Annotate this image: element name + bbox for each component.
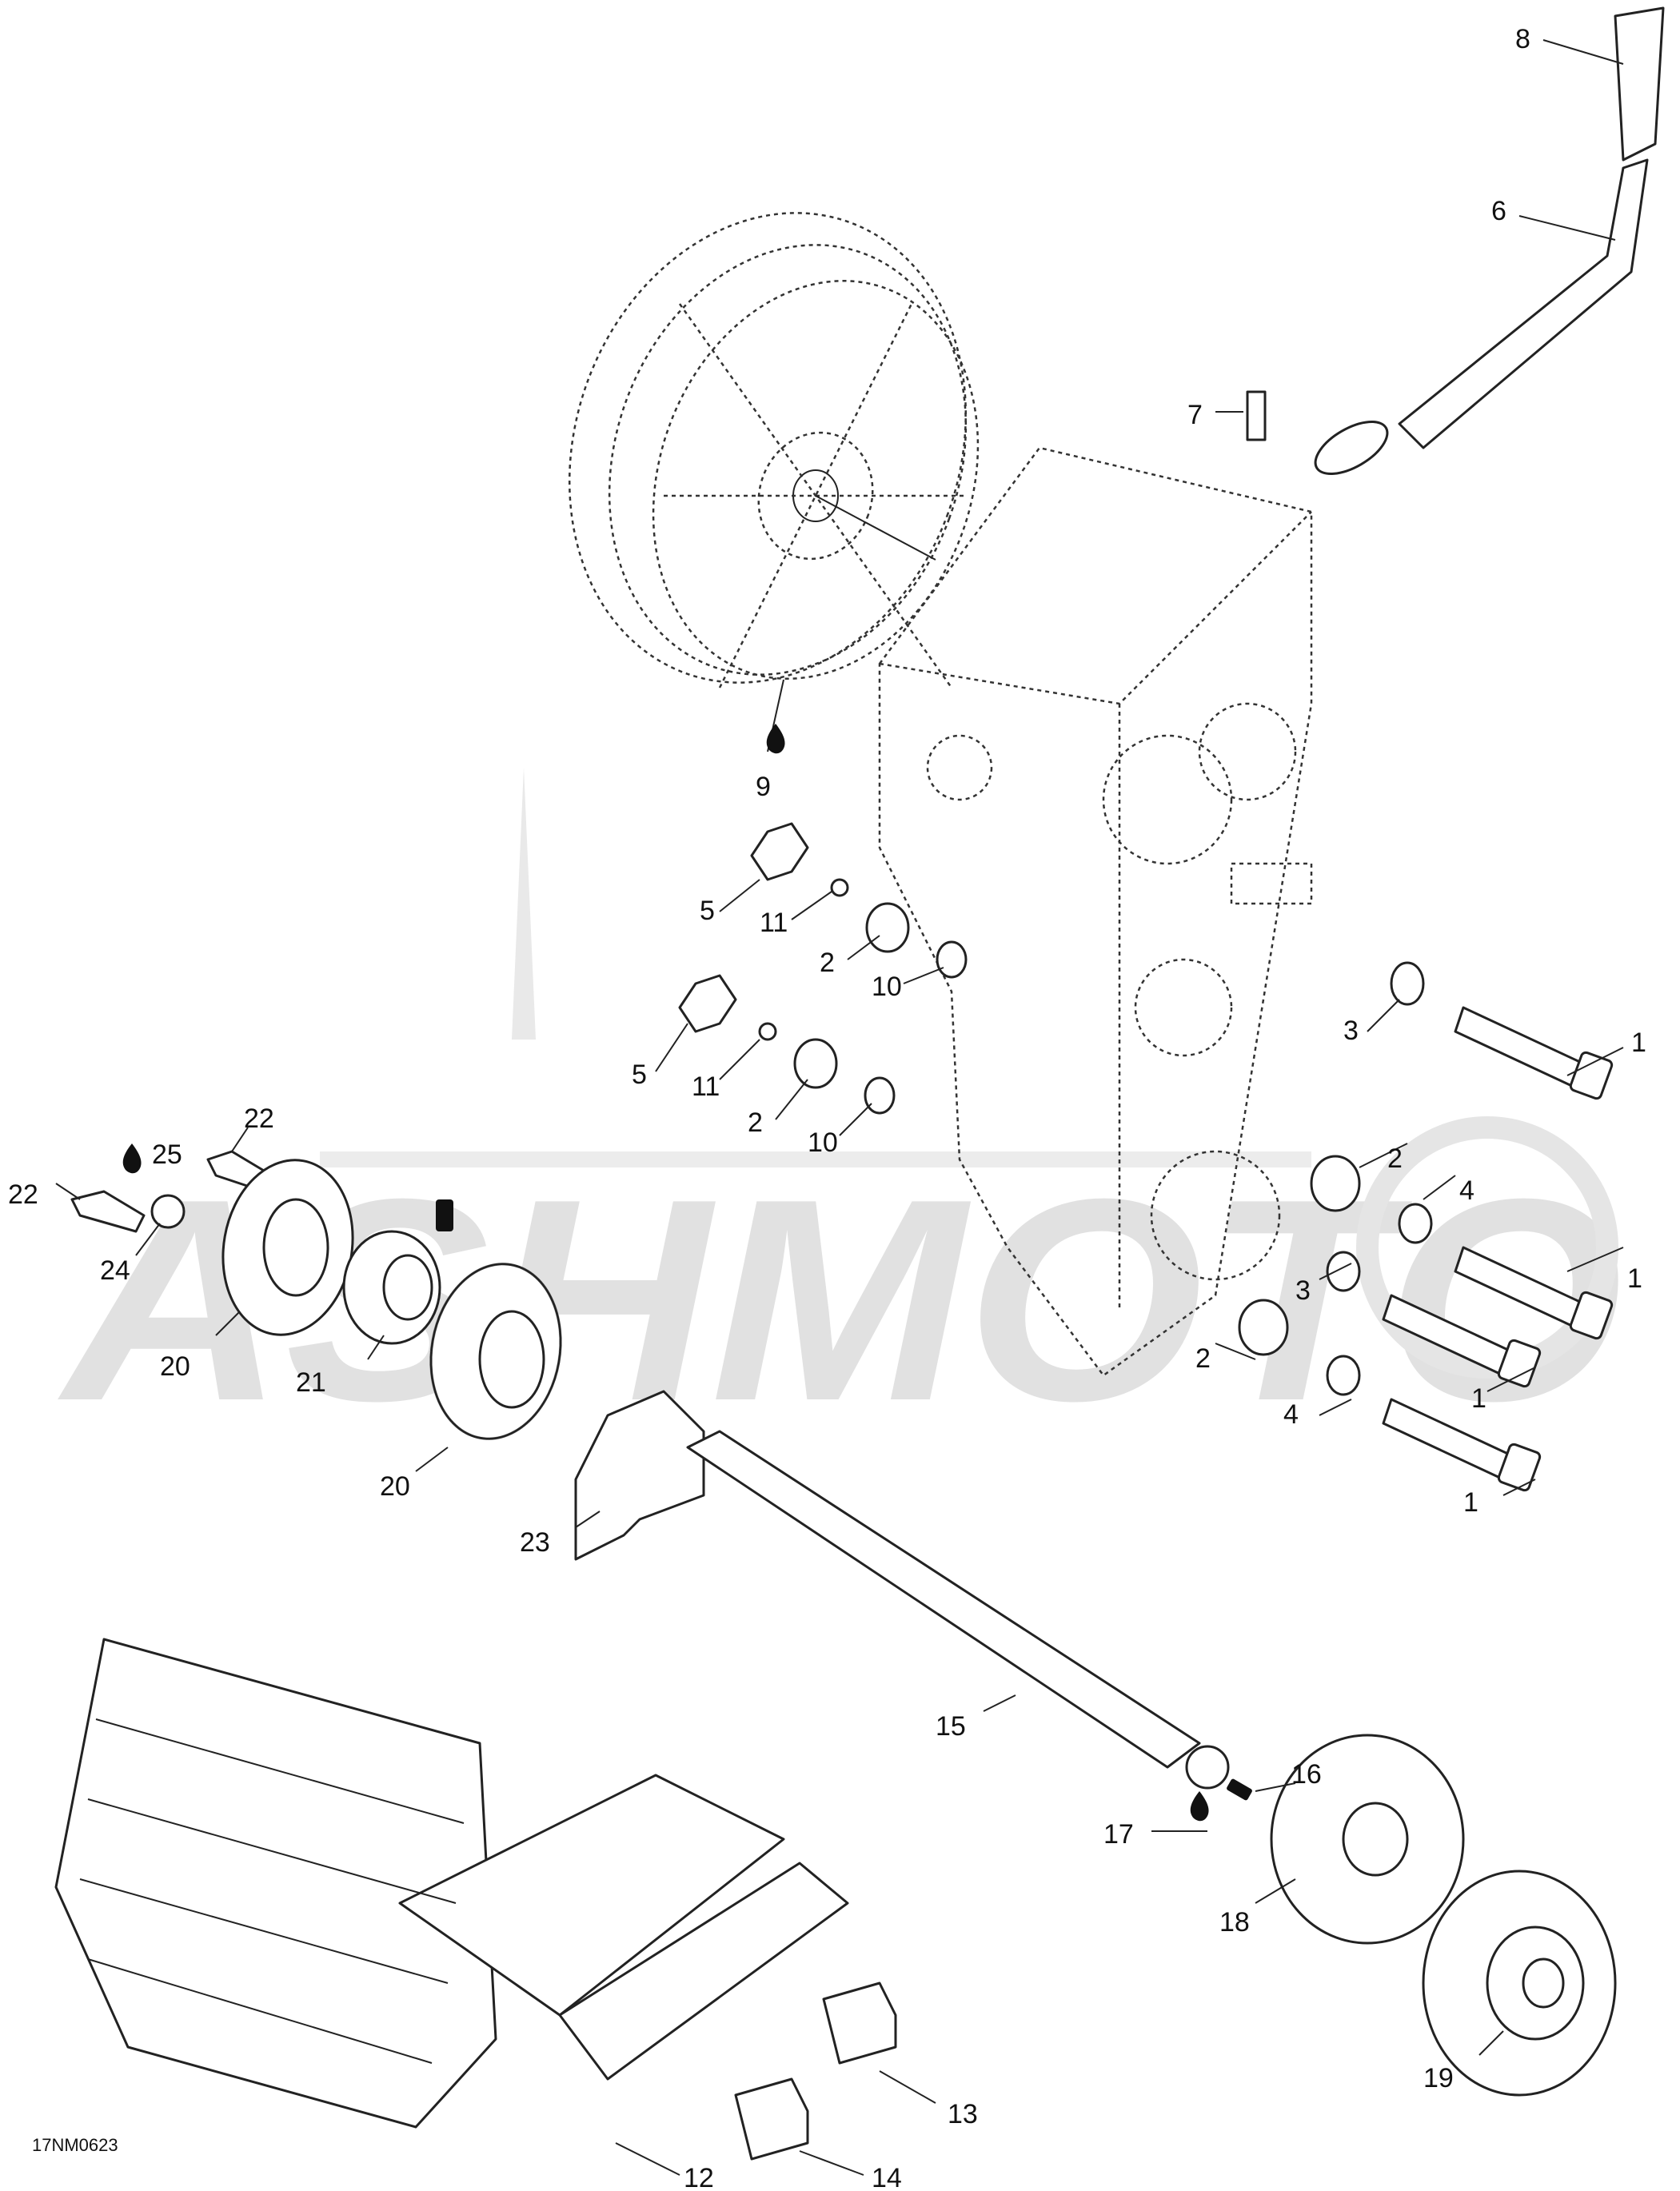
callout-7: 7 xyxy=(1187,400,1203,430)
callout-14: 14 xyxy=(872,2163,902,2191)
callout-24: 24 xyxy=(100,1255,130,1286)
oil-drop-icon xyxy=(766,724,785,754)
bearing-assembly xyxy=(70,1150,562,1440)
callout-4: 4 xyxy=(1283,1399,1299,1430)
callout-17: 17 xyxy=(1103,1819,1134,1850)
oil-drop-icon xyxy=(122,1143,142,1174)
callout-1: 1 xyxy=(1631,1028,1646,1058)
track xyxy=(54,1638,849,2129)
callout-23: 23 xyxy=(520,1527,550,1558)
callout-5: 5 xyxy=(700,896,715,926)
figure-code: 17NM0623 xyxy=(32,2135,118,2155)
callout-1: 1 xyxy=(1471,1383,1486,1414)
callout-19: 19 xyxy=(1423,2063,1454,2093)
callout-8: 8 xyxy=(1515,24,1530,54)
callout-3: 3 xyxy=(1295,1275,1311,1306)
right-bolt-set xyxy=(1238,961,1614,1492)
upper-fastener-set xyxy=(678,822,968,1115)
callout-15: 15 xyxy=(936,1711,966,1742)
pin xyxy=(1246,390,1267,441)
callout-5: 5 xyxy=(632,1060,647,1090)
callout-16: 16 xyxy=(1291,1759,1322,1790)
callout-12: 12 xyxy=(684,2163,714,2191)
drive-pulley xyxy=(568,212,980,688)
callout-1: 1 xyxy=(1463,1487,1478,1518)
callout-22: 22 xyxy=(244,1103,274,1134)
callout-2: 2 xyxy=(1195,1343,1211,1374)
gearbox-housing xyxy=(878,446,1313,1377)
callout-4: 4 xyxy=(1459,1175,1474,1206)
idler-wheel xyxy=(1422,1870,1617,2097)
callout-20: 20 xyxy=(380,1471,410,1502)
callout-2: 2 xyxy=(820,948,835,978)
oil-drop-icon xyxy=(1190,1791,1209,1822)
callout-2: 2 xyxy=(1387,1143,1403,1174)
callout-10: 10 xyxy=(872,972,902,1002)
callout-3: 3 xyxy=(1343,1016,1359,1046)
callout-11: 11 xyxy=(692,1072,720,1102)
callout-9: 9 xyxy=(756,772,771,802)
callout-22: 22 xyxy=(8,1179,38,1210)
callout-13: 13 xyxy=(948,2099,978,2129)
callout-25: 25 xyxy=(152,1139,182,1170)
sliders xyxy=(734,1981,897,2161)
callout-1: 1 xyxy=(1627,1263,1642,1294)
shift-lever xyxy=(1314,6,1665,476)
sprocket xyxy=(1270,1734,1465,1945)
callout-2: 2 xyxy=(748,1107,763,1138)
callout-11: 11 xyxy=(760,908,788,938)
watermark: ASHMOTO xyxy=(54,768,1623,1461)
callout-6: 6 xyxy=(1491,196,1506,226)
chaincase-bracket xyxy=(574,1390,705,1561)
drive-axle xyxy=(686,1430,1252,1801)
callout-20: 20 xyxy=(160,1351,190,1382)
callout-labels: 8 6 7 9 5 11 2 10 3 1 5 11 2 10 25 22 22… xyxy=(8,24,1646,2191)
leader-lines xyxy=(55,39,1624,2176)
callout-21: 21 xyxy=(296,1367,326,1398)
callout-18: 18 xyxy=(1219,1907,1250,1938)
callout-10: 10 xyxy=(808,1127,838,1158)
